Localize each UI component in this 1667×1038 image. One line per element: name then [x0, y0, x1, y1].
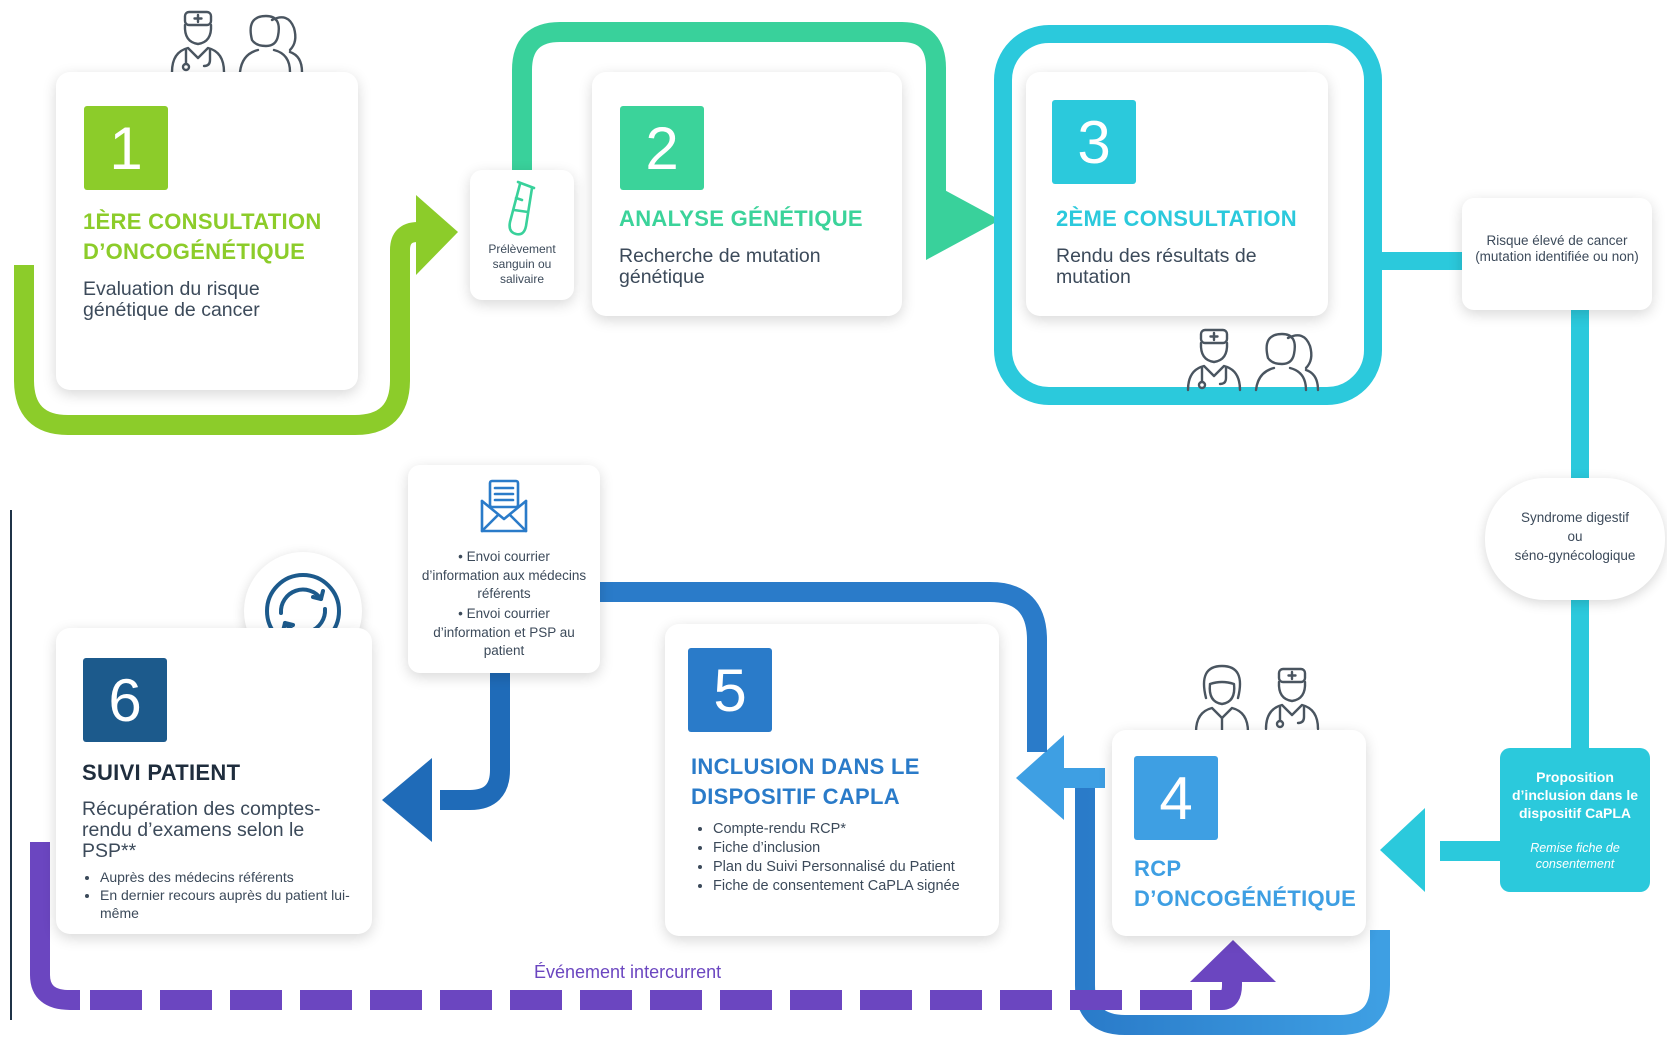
- risk-card: Risque élevé de cancer (mutation identif…: [1462, 198, 1652, 310]
- step2-number: 2: [620, 106, 704, 190]
- doctor-icon: [170, 10, 226, 74]
- step5-item: Plan du Suivi Personnalisé du Patient: [713, 858, 1013, 877]
- mail-icon: [480, 479, 528, 533]
- step5-item: Fiche de consentement CaPLA signée: [713, 877, 1013, 896]
- step6-desc: Récupération des comptes-rendu d’examens…: [82, 798, 321, 862]
- path-step2: [512, 21, 950, 230]
- arrow-to-step4-event: [1190, 940, 1276, 982]
- step5-list: Compte-rendu RCP* Fiche d’inclusion Plan…: [693, 820, 1013, 896]
- step3-title: 2ÈME CONSULTATION: [1056, 206, 1297, 231]
- test-tube-icon: [508, 180, 536, 236]
- step3-card: 3 2ÈME CONSULTATION Rendu des résultats …: [1026, 72, 1328, 316]
- syndrome-line1: Syndrome digestif: [1520, 510, 1630, 525]
- step6-number: 6: [83, 658, 167, 742]
- doctor-icon: [1186, 328, 1242, 392]
- step4-card: 4 RCP D’ONCOGÉNÉTIQUE: [1112, 730, 1366, 936]
- step1-title: 1ÈRE CONSULTATION D’ONCOGÉNÉTIQUE: [83, 209, 322, 264]
- step5-item: Fiche d’inclusion: [713, 839, 1013, 858]
- arrow-to-step5: [1016, 735, 1064, 820]
- frame-step3: [994, 25, 1382, 405]
- sample-card: Prélèvement sanguin ou salivaire: [470, 170, 574, 300]
- step5-item: Compte-rendu RCP*: [713, 820, 1013, 839]
- step1-card: 1 1ÈRE CONSULTATION D’ONCOGÉNÉTIQUE Eval…: [56, 72, 358, 390]
- event-label: Événement intercurrent: [534, 962, 722, 982]
- path-mail-step6: [440, 670, 510, 810]
- step2-card: 2 ANALYSE GÉNÉTIQUE Recherche de mutatio…: [592, 72, 902, 316]
- risk-text: Risque élevé de cancer (mutation identif…: [1475, 233, 1639, 264]
- arrow-to-step4: [1380, 808, 1425, 892]
- mail-item-1: • Envoi courrier d’information aux médec…: [421, 549, 587, 601]
- step5-title: INCLUSION DANS LE DISPOSITIF CAPLA: [691, 754, 920, 809]
- arrow-to-step6: [382, 758, 432, 842]
- step2-desc: Recherche de mutation génétique: [619, 245, 821, 288]
- step4-title: RCP D’ONCOGÉNÉTIQUE: [1134, 856, 1357, 911]
- arrow-to-sample: [416, 195, 458, 275]
- step5-number: 5: [688, 648, 772, 732]
- patient-icon: [238, 14, 304, 74]
- woman-icon: [1194, 664, 1250, 734]
- step6-list: Auprès des médecins référents En dernier…: [80, 868, 370, 922]
- step6-card: 6 SUIVI PATIENT Récupération des comptes…: [56, 628, 372, 934]
- proposition-text: Proposition d’inclusion dans le disposit…: [1511, 769, 1639, 821]
- doctor-icon: [1264, 667, 1320, 731]
- mail-card: • Envoi courrier d’information aux médec…: [408, 465, 600, 673]
- event-tail: [1220, 980, 1242, 1010]
- proposition-card: Proposition d’inclusion dans le disposit…: [1500, 748, 1650, 892]
- step5-card: 5 INCLUSION DANS LE DISPOSITIF CAPLA Com…: [665, 624, 999, 936]
- loop-step1: [14, 222, 440, 435]
- step4-number: 4: [1134, 756, 1218, 840]
- syndrome-line3: séno-gynécologique: [1514, 548, 1636, 563]
- path-event: [30, 842, 80, 1010]
- path-step5-mail: [600, 582, 1047, 752]
- step3-desc: Rendu des résultats de mutation: [1056, 245, 1257, 288]
- syndrome-pill: Syndrome digestif ou séno-gynécologique: [1485, 478, 1665, 600]
- step3-number: 3: [1052, 100, 1136, 184]
- patient-icon: [1254, 332, 1320, 392]
- step1-number: 1: [84, 106, 168, 190]
- step2-title: ANALYSE GÉNÉTIQUE: [619, 206, 863, 231]
- step6-item: Auprès des médecins référents: [100, 868, 370, 886]
- step6-title: SUIVI PATIENT: [82, 760, 241, 785]
- arrow-to-step3: [926, 180, 1000, 260]
- mail-item-2: • Envoi courrier d’information et PSP au…: [433, 606, 575, 658]
- step6-item: En dernier recours auprès du patient lui…: [100, 886, 370, 922]
- syndrome-line2: ou: [1567, 529, 1583, 544]
- proposition-note: Remise fiche de consentement: [1530, 841, 1620, 871]
- step1-desc: Evaluation du risque génétique de cancer: [83, 278, 260, 321]
- sample-text: Prélèvement sanguin ou salivaire: [488, 242, 556, 286]
